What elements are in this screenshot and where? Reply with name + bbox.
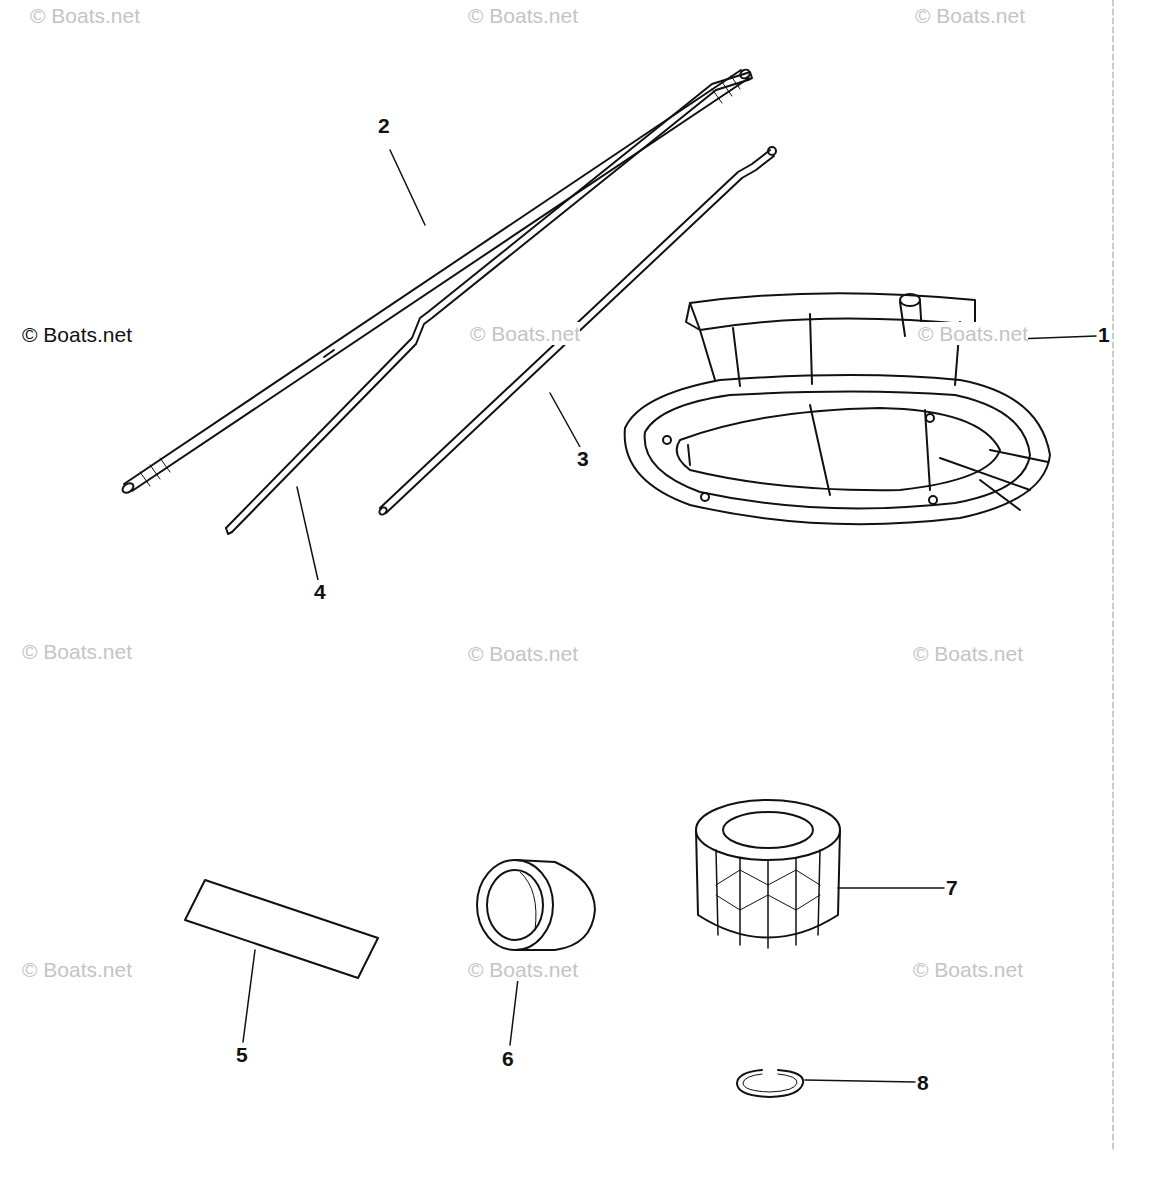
- retaining-ring: [743, 1074, 797, 1092]
- callout-number: 1: [1098, 323, 1110, 346]
- watermark: © Boats.net: [22, 958, 132, 981]
- callout-number: 6: [502, 1047, 514, 1070]
- watermark: © Boats.net: [30, 4, 140, 27]
- watermark: © Boats.net: [470, 322, 580, 345]
- housing: [625, 293, 1050, 524]
- margin-line: [1113, 0, 1114, 1150]
- bushing: [477, 860, 595, 950]
- knurled-nut: [696, 800, 840, 948]
- watermark: © Boats.net: [468, 4, 578, 27]
- watermark: © Boats.net: [468, 958, 578, 981]
- leader-lines: [243, 150, 1096, 1082]
- watermark: © Boats.net: [918, 322, 1028, 345]
- shift-rod: [378, 147, 776, 516]
- callout-number: 5: [236, 1043, 248, 1066]
- watermark: © Boats.net: [22, 323, 132, 346]
- decal: [185, 880, 378, 978]
- shift-rod: [226, 72, 752, 534]
- callout-number: 8: [917, 1071, 929, 1094]
- retaining-ring: [737, 1070, 803, 1097]
- callout-number: 4: [314, 580, 326, 603]
- callout-number: 3: [577, 447, 589, 470]
- drive-shaft: [121, 68, 752, 495]
- watermark: © Boats.net: [913, 642, 1023, 665]
- callout-number: 2: [378, 114, 390, 137]
- watermark: © Boats.net: [22, 640, 132, 663]
- callout-number: 7: [946, 876, 958, 899]
- watermark: © Boats.net: [468, 642, 578, 665]
- watermark: © Boats.net: [915, 4, 1025, 27]
- watermark: © Boats.net: [913, 958, 1023, 981]
